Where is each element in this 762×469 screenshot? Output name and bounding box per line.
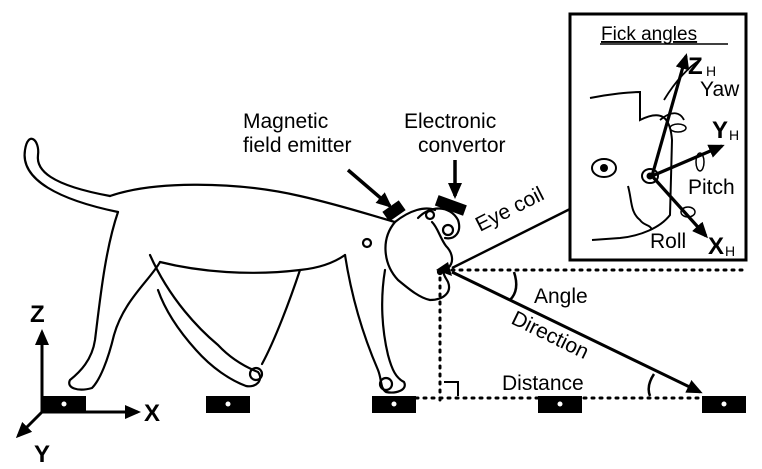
inset-x-label: X <box>708 233 724 260</box>
right-angle-marker <box>444 381 459 396</box>
pitch-label: Pitch <box>688 176 735 199</box>
inset-x-subscript: H <box>725 243 735 259</box>
floor-sensor <box>702 396 746 413</box>
inset-y-label: Y <box>712 117 728 144</box>
distance-label: Distance <box>502 372 584 395</box>
angle-arc <box>509 271 518 301</box>
world-x-label: X <box>144 400 160 427</box>
fick-angles-inset: Fick angles Z H Yaw Y H Pitch Roll X H <box>568 12 748 262</box>
magnetic-field-emitter-device <box>382 200 406 222</box>
floor-sensor <box>206 396 250 413</box>
inset-y-subscript: H <box>729 127 739 143</box>
inset-z-subscript: H <box>706 63 716 79</box>
floor-sensors <box>42 396 746 413</box>
world-axes: Z X Y <box>15 301 160 468</box>
floor-sensor <box>538 396 582 413</box>
direction-arrow <box>451 270 703 394</box>
inset-z-label: Z <box>688 53 703 80</box>
convertor-label-line2: convertor <box>418 134 506 157</box>
yaw-label: Yaw <box>700 78 740 101</box>
emitter-label-line2: field emitter <box>243 134 352 157</box>
floor-sensor <box>372 396 416 413</box>
electronic-convertor-device <box>434 195 467 216</box>
monkey-drawing <box>23 137 461 394</box>
convertor-label-line1: Electronic <box>404 110 496 133</box>
roll-label: Roll <box>650 230 686 253</box>
head-devices <box>382 195 467 276</box>
inset-title: Fick angles <box>601 24 697 45</box>
floor-sensor <box>42 396 86 413</box>
world-z-label: Z <box>30 301 45 328</box>
ground-angle-arc <box>647 373 656 397</box>
angle-label: Angle <box>534 285 588 308</box>
eye-coil-label: Eye coil <box>472 183 548 237</box>
eye-coil-marker <box>436 262 452 276</box>
world-y-label: Y <box>34 441 50 468</box>
emitter-label-line1: Magnetic <box>243 110 328 133</box>
